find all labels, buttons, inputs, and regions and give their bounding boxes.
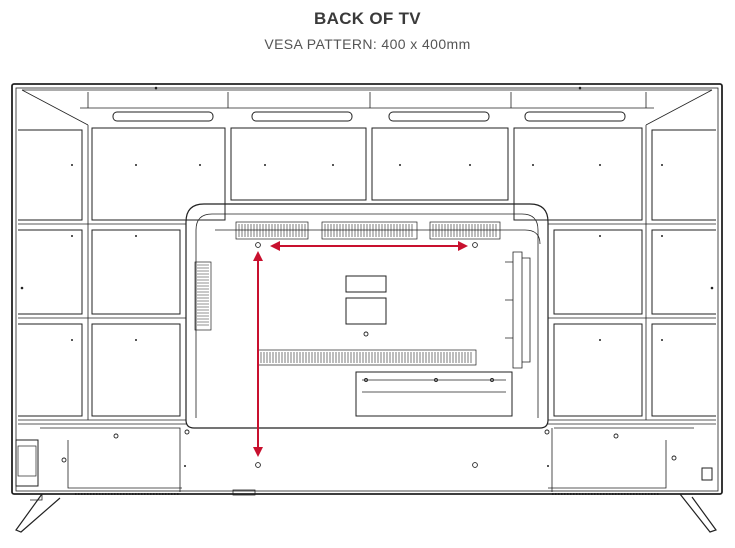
bottom-port bbox=[232, 489, 256, 496]
panel-r1-c2 bbox=[230, 127, 367, 201]
tv-inner-frame bbox=[15, 87, 719, 492]
top-slot-3 bbox=[388, 111, 490, 122]
top-bevel-right bbox=[645, 89, 713, 420]
vent-grille-top-3 bbox=[429, 221, 501, 240]
power-block bbox=[15, 439, 39, 487]
panel-r3-right bbox=[553, 323, 643, 417]
page-title: BACK OF TV bbox=[314, 9, 421, 28]
vent-grille-top-1 bbox=[235, 221, 309, 240]
screw-holes bbox=[61, 242, 677, 468]
side-button bbox=[701, 467, 713, 481]
vent-grille-top-2 bbox=[321, 221, 418, 240]
top-slot-1 bbox=[112, 111, 214, 122]
center-housing-inner bbox=[195, 213, 539, 418]
top-bevel-left bbox=[21, 89, 89, 420]
port-panel bbox=[512, 251, 523, 369]
connector-bay bbox=[355, 371, 513, 417]
panel-r1-c1 bbox=[91, 127, 226, 221]
vesa-pattern-label: VESA PATTERN: 400 x 400mm bbox=[264, 36, 471, 52]
top-slot-2 bbox=[251, 111, 353, 122]
center-housing-outer bbox=[185, 203, 549, 429]
vent-grille-left bbox=[194, 261, 212, 331]
panel-r3-left bbox=[91, 323, 181, 417]
panel-r2-right bbox=[553, 229, 643, 315]
panel-r2-left bbox=[91, 229, 181, 315]
panel-right-top bbox=[651, 129, 716, 221]
vent-lines bbox=[197, 224, 497, 363]
top-slot-4 bbox=[524, 111, 626, 122]
panel-left-low bbox=[18, 323, 83, 417]
panel-r1-c3 bbox=[371, 127, 509, 201]
right-stand bbox=[679, 493, 717, 533]
left-stand bbox=[15, 493, 61, 533]
panel-right-mid bbox=[651, 229, 716, 315]
panel-left-mid bbox=[18, 229, 83, 315]
label-box-upper bbox=[345, 275, 387, 293]
panel-dots bbox=[20, 86, 714, 467]
tv-outer-frame bbox=[11, 83, 723, 495]
lower-housing-left bbox=[40, 427, 181, 492]
panel-right-low bbox=[651, 323, 716, 417]
label-box-lower bbox=[345, 297, 387, 325]
panel-r1-c4 bbox=[513, 127, 643, 221]
panel-left-top bbox=[18, 129, 83, 221]
